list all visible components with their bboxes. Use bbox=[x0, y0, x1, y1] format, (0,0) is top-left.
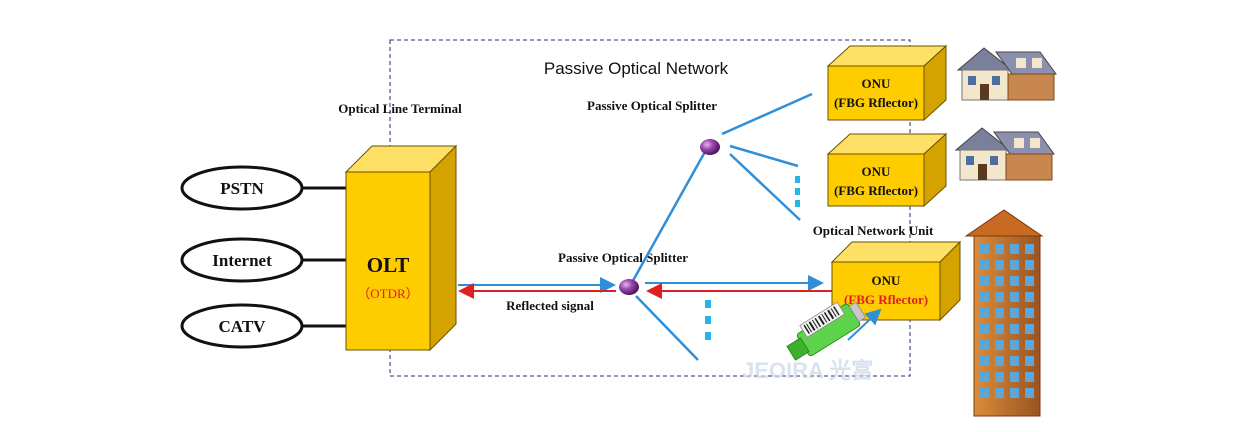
building-window bbox=[980, 340, 989, 350]
building-window bbox=[1010, 324, 1019, 334]
house-icon bbox=[956, 47, 1057, 101]
olt-box: OLT （OTDR） bbox=[344, 144, 458, 352]
building-window bbox=[980, 244, 989, 254]
more-onus-indicator-bottom bbox=[705, 300, 711, 340]
building-window bbox=[980, 276, 989, 286]
building-window bbox=[1010, 388, 1019, 398]
building-window bbox=[980, 372, 989, 382]
building-window bbox=[1025, 372, 1034, 382]
house-icon bbox=[954, 127, 1055, 181]
service-catv: CATV bbox=[180, 303, 304, 349]
building-window bbox=[980, 388, 989, 398]
building-window bbox=[1010, 292, 1019, 302]
otdr-label: （OTDR） bbox=[357, 286, 418, 301]
building-window bbox=[980, 292, 989, 302]
building-window bbox=[995, 244, 1004, 254]
fbg-connector-icon bbox=[786, 301, 867, 361]
svg-text:(FBG Rflector): (FBG Rflector) bbox=[834, 183, 918, 198]
building-window bbox=[995, 356, 1004, 366]
onu-box-1: ONU (FBG Rflector) bbox=[826, 44, 948, 122]
building-window bbox=[1010, 276, 1019, 286]
building-window bbox=[995, 340, 1004, 350]
building-window bbox=[995, 308, 1004, 318]
svg-text:(FBG Rflector): (FBG Rflector) bbox=[844, 292, 928, 307]
building-window bbox=[995, 276, 1004, 286]
building-window bbox=[1010, 356, 1019, 366]
building-window bbox=[1010, 372, 1019, 382]
building-window bbox=[1025, 324, 1034, 334]
building-window bbox=[1025, 388, 1034, 398]
building-window bbox=[980, 356, 989, 366]
splitter-bottom-caption: Passive Optical Splitter bbox=[558, 250, 688, 265]
onu-caption: Optical Network Unit bbox=[813, 223, 934, 238]
building-window bbox=[1025, 340, 1034, 350]
building-window bbox=[1010, 260, 1019, 270]
service-internet: Internet bbox=[180, 237, 304, 283]
office-building-icon bbox=[964, 209, 1044, 417]
building-window bbox=[995, 388, 1004, 398]
splitter-bottom bbox=[619, 279, 639, 295]
building-window bbox=[1025, 276, 1034, 286]
fbg-pointer-arrow bbox=[847, 308, 882, 341]
building-window bbox=[1010, 308, 1019, 318]
svg-text:PSTN: PSTN bbox=[220, 179, 264, 198]
diagram-title: Passive Optical Network bbox=[544, 59, 729, 78]
building-window bbox=[980, 308, 989, 318]
service-pstn: PSTN bbox=[180, 165, 304, 211]
svg-text:CATV: CATV bbox=[219, 317, 267, 336]
building-window bbox=[1025, 244, 1034, 254]
watermark-logo: JEOIRA 光富 bbox=[742, 358, 873, 383]
svg-text:ONU: ONU bbox=[862, 76, 892, 91]
building-window bbox=[995, 372, 1004, 382]
building-window bbox=[1025, 292, 1034, 302]
svg-text:ONU: ONU bbox=[862, 164, 892, 179]
reflected-signal-label: Reflected signal bbox=[506, 298, 594, 313]
building-window bbox=[995, 324, 1004, 334]
building-window bbox=[1025, 260, 1034, 270]
fiber-network bbox=[628, 92, 813, 361]
building-window bbox=[1010, 340, 1019, 350]
building-window bbox=[1010, 244, 1019, 254]
svg-text:ONU: ONU bbox=[872, 273, 902, 288]
onu-box-3: ONU (FBG Rflector) bbox=[830, 240, 962, 322]
svg-text:(FBG Rflector): (FBG Rflector) bbox=[834, 95, 918, 110]
olt-label: OLT bbox=[367, 253, 409, 277]
more-onus-indicator-top bbox=[795, 176, 800, 207]
olt-caption: Optical Line Terminal bbox=[338, 101, 462, 116]
building-window bbox=[980, 324, 989, 334]
building-window bbox=[1025, 356, 1034, 366]
building-window bbox=[980, 260, 989, 270]
building-window bbox=[995, 260, 1004, 270]
building-window bbox=[995, 292, 1004, 302]
splitter-top-caption: Passive Optical Splitter bbox=[587, 98, 717, 113]
building-window bbox=[1025, 308, 1034, 318]
svg-text:Internet: Internet bbox=[212, 251, 272, 270]
onu-box-2: ONU (FBG Rflector) bbox=[826, 132, 948, 208]
splitter-top bbox=[700, 139, 720, 155]
